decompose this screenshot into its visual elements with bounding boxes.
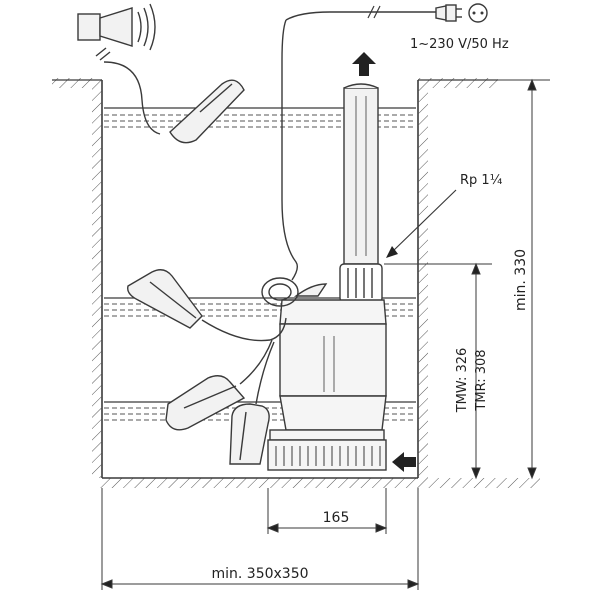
dimension-pump-width (266, 488, 388, 534)
pipe-thread-label: Rp 1¼ (460, 173, 503, 188)
tmw-label: TMW: 326 (455, 348, 470, 414)
dimension-tmw-tmr (384, 262, 492, 480)
pump-width-label: 165 (323, 510, 350, 526)
alarm-float-switch (169, 79, 245, 144)
alarm-horn-icon (77, 3, 156, 61)
float-cable-upper (201, 317, 287, 342)
float-cable-lower (239, 339, 273, 385)
cable-break-mark (367, 5, 381, 19)
inlet-arrow-icon (392, 452, 416, 472)
float-switch-lower (165, 375, 246, 431)
pipe-coupling-nut (339, 263, 383, 303)
socket-icon (468, 3, 488, 23)
power-label: 1~230 V/50 Hz (410, 37, 509, 52)
pit-size-label: min. 350x350 (211, 566, 308, 582)
pipe-thread-arrowhead (386, 246, 398, 258)
pump-handle (261, 277, 328, 307)
pump-intake-grille (275, 446, 381, 466)
dimension-pit-size (100, 488, 420, 590)
float-cable-bottom (255, 341, 275, 405)
alarm-cable (103, 61, 161, 135)
pit-walls (92, 80, 428, 479)
discharge-arrow-icon (352, 52, 376, 76)
dimension-min-height (420, 78, 550, 480)
power-cable-top (285, 11, 436, 21)
pipe-thread-leader (391, 189, 457, 253)
discharge-pipe (343, 83, 379, 265)
tmr-label: TMR: 308 (474, 349, 489, 411)
min-height-label: min. 330 (513, 249, 529, 311)
power-plug-icon (435, 4, 462, 22)
float-switch-bottom (229, 403, 270, 465)
float-switch-upper (127, 269, 203, 329)
power-cable (281, 19, 299, 281)
pump-body (267, 299, 387, 471)
